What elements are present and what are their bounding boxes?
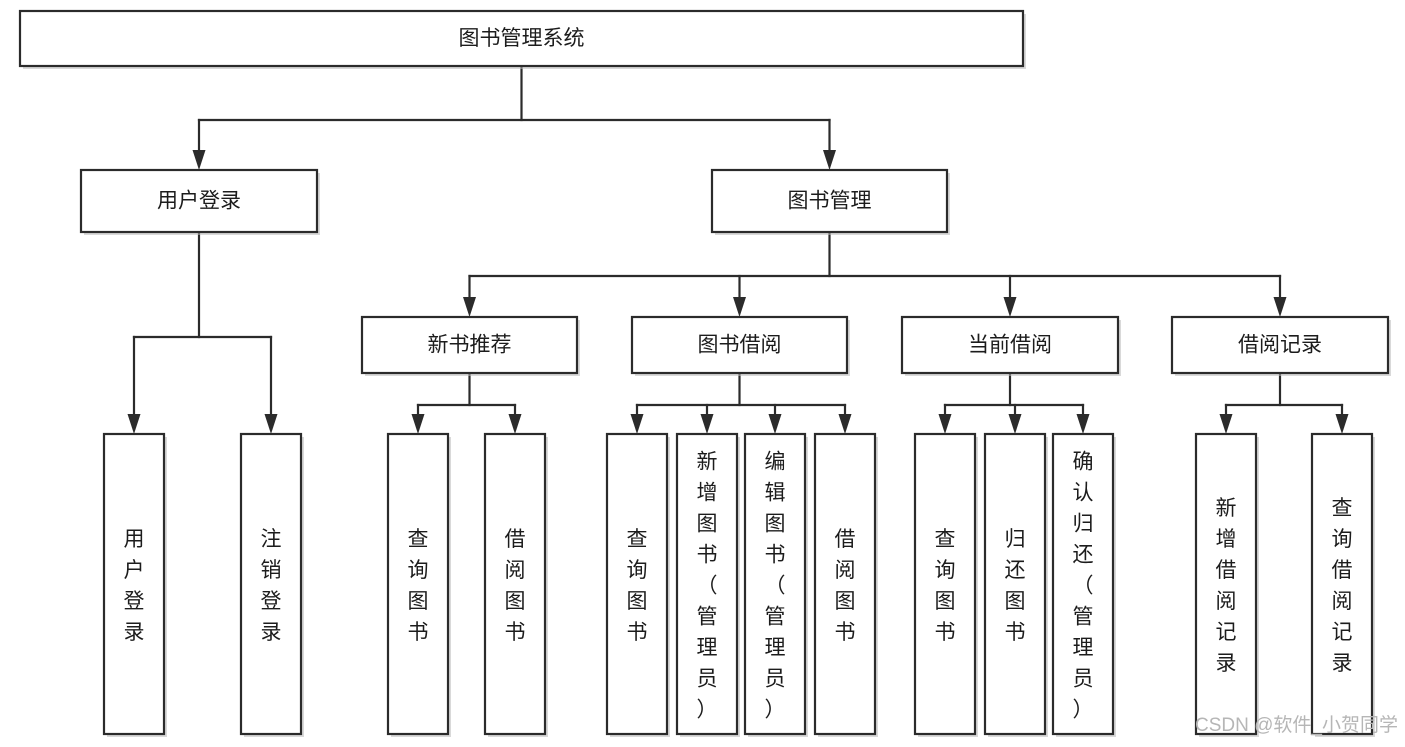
arrow-head-icon	[700, 414, 714, 434]
node-box[interactable]	[605, 432, 669, 736]
node-box[interactable]	[102, 432, 166, 736]
node-l3-record[interactable]: 借阅记录	[1170, 315, 1390, 375]
node-box[interactable]	[813, 432, 877, 736]
node-box[interactable]	[983, 432, 1047, 736]
arrow-head-icon	[192, 150, 206, 170]
node-label: 图书管理系统	[459, 27, 585, 50]
node-l4-rec-add[interactable]: 新增借阅记录	[1194, 432, 1258, 736]
node-label: 用户登录	[124, 528, 145, 644]
arrow-head-icon	[733, 297, 746, 317]
arrow-head-icon	[1076, 414, 1090, 434]
node-box[interactable]	[710, 168, 949, 234]
node-box[interactable]	[913, 432, 977, 736]
node-label: 编辑图书（管理员）	[765, 451, 786, 722]
node-label: 查询图书	[935, 528, 956, 644]
node-root[interactable]: 图书管理系统	[18, 9, 1025, 68]
node-box[interactable]	[18, 9, 1025, 68]
node-l4-cur-confirm[interactable]: 确认归还（管理员）	[1051, 432, 1115, 736]
node-label: 当前借阅	[968, 334, 1052, 357]
arrow-head-icon	[630, 414, 644, 434]
node-label: 借阅记录	[1238, 334, 1322, 357]
node-label: 用户登录	[157, 190, 241, 213]
node-l4-user-logout[interactable]: 注销登录	[239, 432, 303, 736]
node-label: 查询借阅记录	[1332, 497, 1353, 675]
node-box[interactable]	[360, 315, 579, 375]
arrow-head-icon	[1335, 414, 1349, 434]
node-label: 借阅图书	[835, 528, 856, 644]
node-l2-user-login[interactable]: 用户登录	[79, 168, 319, 234]
connector-layer	[127, 64, 1349, 434]
node-l4-cur-return[interactable]: 归还图书	[983, 432, 1047, 736]
node-label: 新增图书（管理员）	[697, 451, 718, 722]
node-label: 归还图书	[1005, 528, 1026, 644]
node-box[interactable]	[1170, 315, 1390, 375]
arrow-head-icon	[838, 414, 852, 434]
node-label: 新增借阅记录	[1216, 497, 1237, 675]
node-box[interactable]	[386, 432, 450, 736]
arrow-head-icon	[264, 414, 278, 434]
node-l4-user-login[interactable]: 用户登录	[102, 432, 166, 736]
arrow-head-icon	[1008, 414, 1022, 434]
node-l4-bw-query[interactable]: 查询图书	[605, 432, 669, 736]
node-l3-new-book[interactable]: 新书推荐	[360, 315, 579, 375]
arrow-head-icon	[463, 297, 476, 317]
node-l4-nb-borrow[interactable]: 借阅图书	[483, 432, 547, 736]
node-box[interactable]	[675, 432, 739, 736]
node-l2-book-manage[interactable]: 图书管理	[710, 168, 949, 234]
node-l3-current[interactable]: 当前借阅	[900, 315, 1120, 375]
node-box[interactable]	[1310, 432, 1374, 736]
node-l4-rec-query[interactable]: 查询借阅记录	[1310, 432, 1374, 736]
node-l4-nb-query[interactable]: 查询图书	[386, 432, 450, 736]
node-label: 新书推荐	[428, 334, 512, 357]
arrow-head-icon	[411, 414, 425, 434]
node-box[interactable]	[743, 432, 807, 736]
node-label: 图书借阅	[698, 334, 782, 357]
node-box[interactable]	[900, 315, 1120, 375]
arrow-head-icon	[823, 150, 836, 170]
arrow-head-icon	[938, 414, 952, 434]
watermark-label: CSDN @软件_小贺同学	[1195, 714, 1398, 736]
arrow-head-icon	[127, 414, 141, 434]
node-l4-bw-borrow[interactable]: 借阅图书	[813, 432, 877, 736]
node-label: 查询图书	[408, 528, 429, 644]
arrow-head-icon	[1003, 297, 1017, 317]
arrow-head-icon	[768, 414, 782, 434]
node-l3-borrow[interactable]: 图书借阅	[630, 315, 849, 375]
node-label: 图书管理	[788, 190, 872, 213]
node-label: 注销登录	[261, 528, 282, 644]
node-box[interactable]	[1194, 432, 1258, 736]
node-box[interactable]	[239, 432, 303, 736]
node-box[interactable]	[79, 168, 319, 234]
node-l4-cur-query[interactable]: 查询图书	[913, 432, 977, 736]
node-l4-bw-add[interactable]: 新增图书（管理员）	[675, 432, 739, 736]
arrow-head-icon	[1219, 414, 1233, 434]
node-l4-bw-edit[interactable]: 编辑图书（管理员）	[743, 432, 807, 736]
node-box[interactable]	[630, 315, 849, 375]
node-layer: 图书管理系统用户登录图书管理新书推荐图书借阅当前借阅借阅记录用户登录注销登录查询…	[18, 9, 1391, 737]
node-label: 借阅图书	[505, 528, 526, 644]
arrow-head-icon	[1273, 297, 1287, 317]
node-box[interactable]	[1051, 432, 1115, 736]
node-label: 查询图书	[627, 528, 648, 644]
node-box[interactable]	[483, 432, 547, 736]
node-label: 确认归还（管理员）	[1073, 451, 1094, 722]
arrow-head-icon	[508, 414, 522, 434]
